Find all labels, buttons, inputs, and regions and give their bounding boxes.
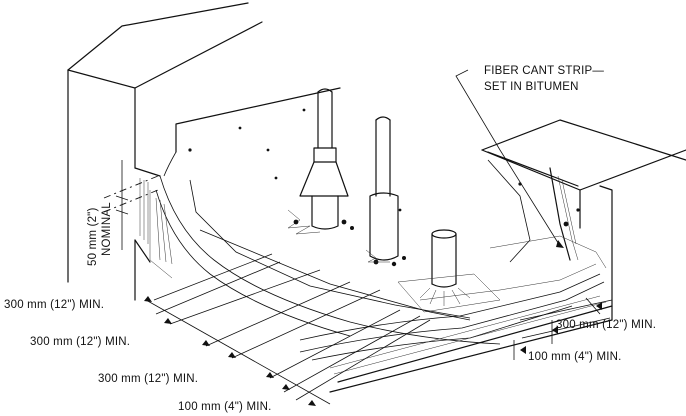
label-nominal-line2: NOMINAL	[101, 202, 113, 256]
left-dimension-lines	[144, 253, 431, 406]
label-nominal-line1: 50 mm (2")	[87, 208, 99, 266]
vent-pipe-sleeve	[365, 116, 406, 267]
label-cant-strip-line1: FIBER CANT STRIP—	[484, 65, 604, 77]
cant-strip-leader	[455, 69, 564, 248]
label-left-300-1: 300 mm (12") MIN.	[4, 299, 104, 311]
vent-pipe-cone	[287, 88, 354, 235]
nominal-dimension	[103, 160, 159, 250]
label-cant-strip-line2: SET IN BITUMEN	[484, 81, 579, 93]
label-left-300-3: 300 mm (12") MIN.	[98, 373, 198, 385]
label-right-100: 100 mm (4") MIN.	[528, 351, 622, 363]
label-left-300-2: 300 mm (12") MIN.	[30, 336, 130, 348]
roof-drain-stub	[397, 229, 501, 313]
right-dimension-lines	[513, 297, 613, 360]
wall-flashing	[149, 87, 501, 345]
label-left-100: 100 mm (4") MIN.	[178, 401, 272, 413]
insulation-corner	[134, 167, 161, 263]
roof-membrane	[199, 185, 613, 393]
label-right-300: 300 mm (12") MIN.	[556, 319, 656, 331]
parapet-wall	[67, 2, 263, 301]
right-parapet	[481, 119, 686, 263]
